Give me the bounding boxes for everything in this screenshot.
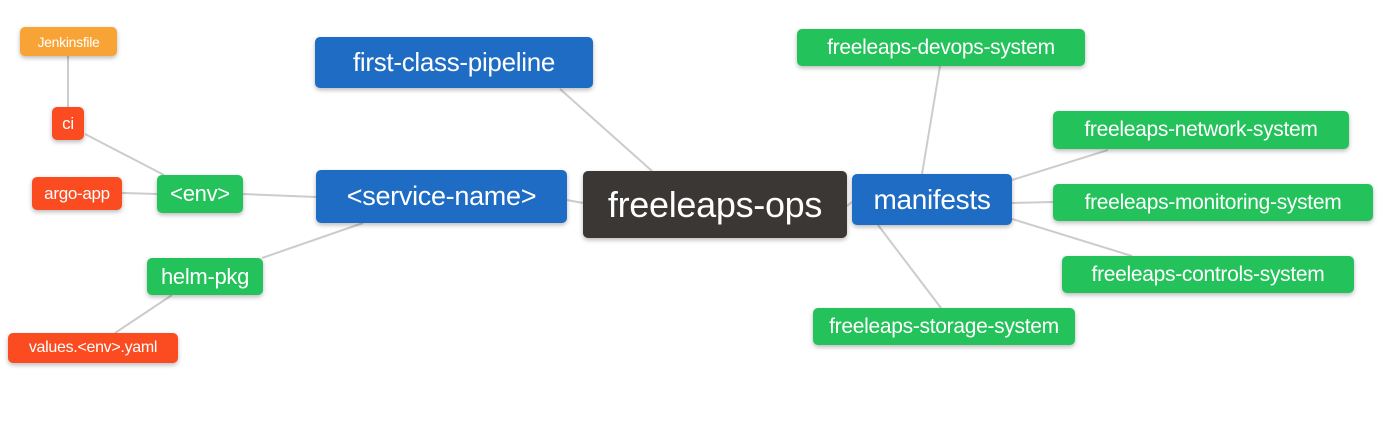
edge-values-helm-pkg: [114, 294, 173, 334]
edge-manifests-devops: [921, 65, 941, 175]
edge-env-service: [242, 193, 317, 198]
node-values[interactable]: values.<env>.yaml: [8, 333, 178, 363]
node-manifests[interactable]: manifests: [852, 174, 1012, 225]
edge-root-manifests: [846, 201, 853, 207]
node-storage[interactable]: freeleaps-storage-system: [813, 308, 1075, 345]
node-ci[interactable]: ci: [52, 107, 84, 140]
edge-fcp-root: [559, 88, 653, 172]
node-helm-pkg[interactable]: helm-pkg: [147, 258, 263, 295]
node-root[interactable]: freeleaps-ops: [583, 171, 847, 238]
node-network[interactable]: freeleaps-network-system: [1053, 111, 1349, 149]
node-jenkinsfile[interactable]: Jenkinsfile: [20, 27, 117, 56]
edge-manifests-network: [1011, 149, 1109, 181]
edge-ci-env: [84, 133, 165, 176]
edge-manifests-monitoring: [1011, 201, 1054, 204]
node-controls[interactable]: freeleaps-controls-system: [1062, 256, 1354, 293]
node-devops[interactable]: freeleaps-devops-system: [797, 29, 1085, 66]
edge-helm-pkg-service: [261, 222, 364, 259]
node-fcp[interactable]: first-class-pipeline: [315, 37, 593, 88]
node-service[interactable]: <service-name>: [316, 170, 567, 223]
node-monitoring[interactable]: freeleaps-monitoring-system: [1053, 184, 1373, 221]
edge-manifests-controls: [1011, 218, 1133, 257]
node-env[interactable]: <env>: [157, 175, 243, 213]
edge-service-root: [566, 199, 584, 204]
edge-manifests-storage: [877, 224, 942, 309]
node-argo-app[interactable]: argo-app: [32, 177, 122, 210]
edge-argo-app-env: [121, 192, 158, 195]
